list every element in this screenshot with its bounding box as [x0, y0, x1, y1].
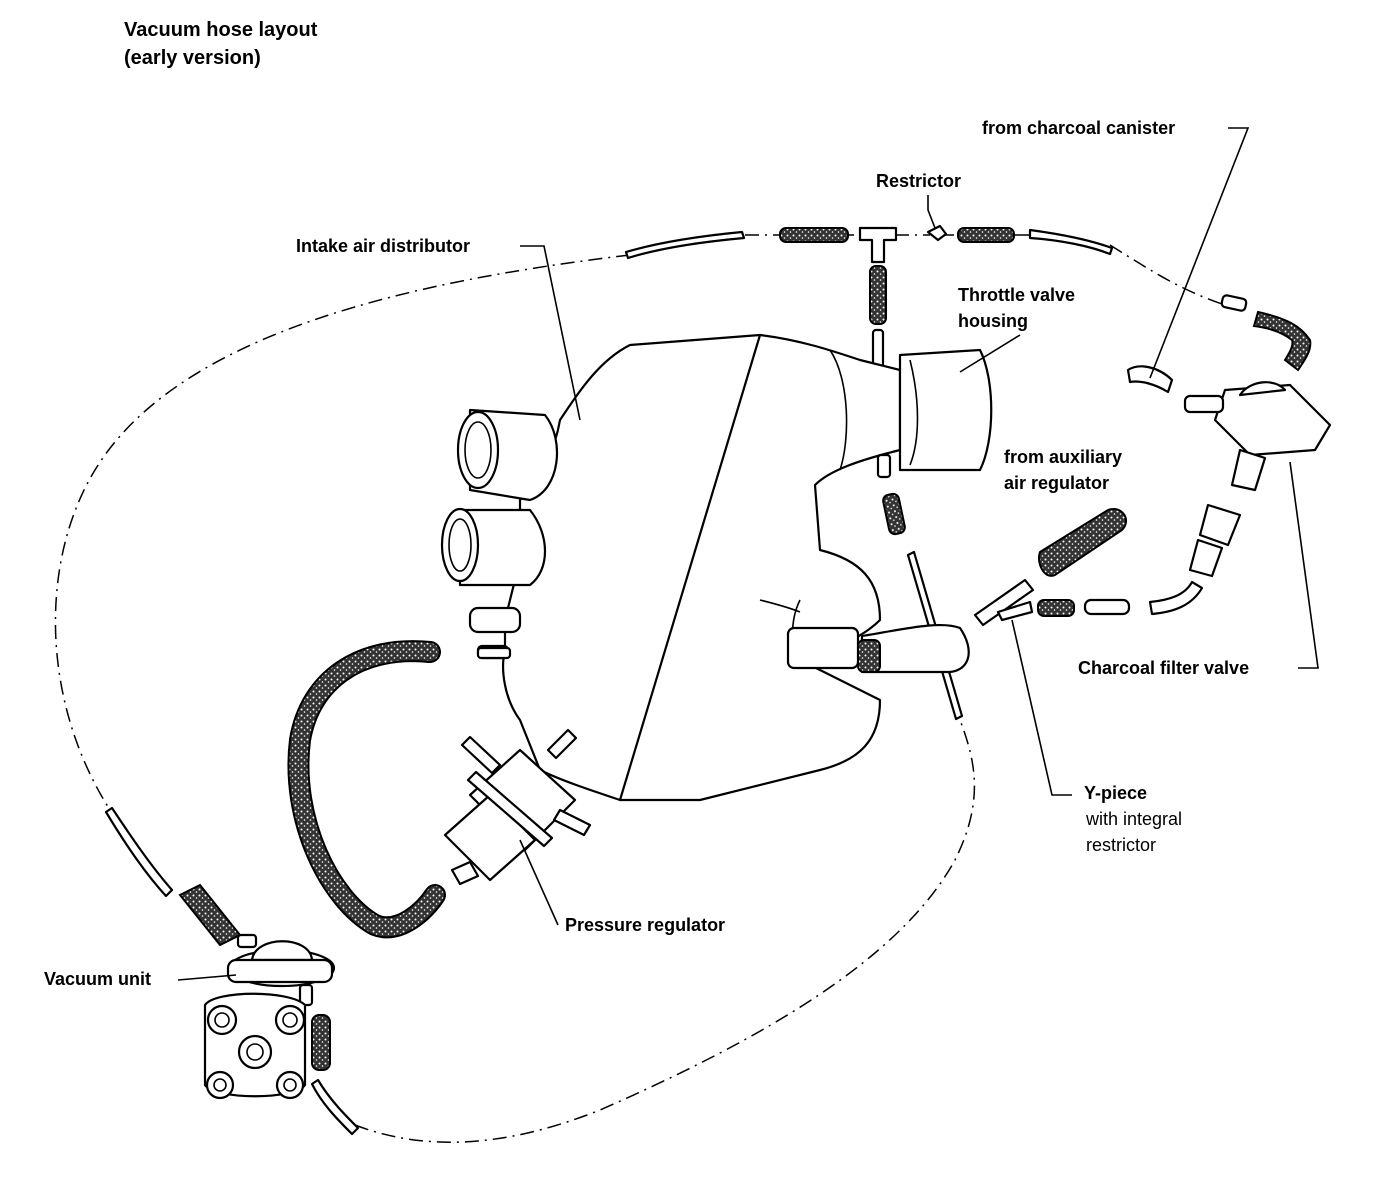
label-aux-air-line1: from auxiliary [1004, 447, 1123, 467]
throttle-housing-ring [909, 359, 919, 466]
label-aux-air-line2: air regulator [1004, 473, 1110, 493]
y-piece [996, 600, 1034, 622]
hose-y-curve [1148, 580, 1204, 616]
label-throttle-valve-line2: housing [958, 311, 1028, 331]
pressure-regulator-stub-2 [546, 728, 578, 760]
distributor-post-center [237, 1034, 273, 1070]
hose-filter-top [1252, 310, 1312, 372]
distributor-post-4-inner [283, 1078, 297, 1092]
leader-y-piece [1011, 619, 1072, 796]
label-charcoal-filter-valve: Charcoal filter valve [1078, 658, 1250, 678]
hose-y-plain [1083, 598, 1131, 616]
charcoal-filter-valve-cap [1238, 381, 1287, 397]
hose-throttle-down [882, 492, 906, 536]
y-piece-tube [973, 578, 1035, 627]
hose-vacuum-down-plain [310, 1078, 360, 1136]
pressure-regulator-flange [466, 770, 554, 848]
label-restrictor: Restrictor [876, 171, 962, 191]
hose-top-speckled-2 [957, 227, 1015, 243]
leader-intake-distributor [520, 245, 581, 421]
distributor-post-2-inner [282, 1012, 298, 1028]
restrictor-piece [926, 224, 948, 242]
diagram-title-line1: Vacuum hose layout [124, 19, 318, 41]
leader-charcoal-canister [1149, 127, 1250, 379]
distributor-post-center-inner [246, 1043, 264, 1061]
charcoal-filter-valve-body [1213, 383, 1332, 457]
runner-middle-mouth [440, 507, 480, 583]
label-throttle-valve-line1: Throttle valve [958, 285, 1076, 305]
aux-air-hose [1038, 508, 1127, 577]
distributor-post-2 [274, 1004, 306, 1036]
elbow-lower [860, 623, 970, 674]
vacuum-line-top [1109, 244, 1226, 306]
label-y-piece-line1: Y-piece [1084, 783, 1148, 803]
vacuum-unit-dome [250, 940, 314, 962]
pressure-regulator-outlet [450, 860, 480, 886]
hose-left-black [104, 806, 174, 898]
leader-restrictor [927, 195, 936, 229]
distributor-post-4 [275, 1070, 305, 1100]
pressure-regulator-stub-3 [552, 808, 592, 837]
nipple-left [468, 606, 522, 634]
hose-filter-down [1198, 503, 1242, 547]
hose-big-fill [289, 642, 444, 937]
runner-middle-inner [448, 518, 472, 572]
runner-middle [458, 508, 547, 587]
vacuum-line-loop [54, 254, 976, 1143]
intake-divider-line [618, 333, 762, 802]
throttle-housing [898, 348, 993, 472]
elbow-speckled [857, 639, 881, 673]
hose-y-speckled [1037, 599, 1075, 617]
distributor-post-3-inner [213, 1078, 227, 1092]
pressure-regulator-stub-1 [460, 735, 502, 775]
runner-lower-right [786, 626, 860, 670]
label-vacuum-unit: Vacuum unit [44, 969, 152, 989]
pipe-throttle-bottom [876, 453, 892, 479]
hose-left-speckled [178, 883, 242, 947]
intake-distributor-body [502, 333, 902, 802]
label-y-piece-line3: restrictor [1086, 835, 1157, 855]
leader-pressure-regulator [519, 839, 559, 926]
vacuum-unit-mount [226, 958, 334, 984]
hose-filter-top-small [1220, 294, 1248, 312]
hose-vacuum-down-speckled [311, 1014, 331, 1071]
distributor-post-1 [206, 1004, 238, 1036]
charcoal-filter-valve-neck [1230, 448, 1267, 492]
hose-top-right [1028, 228, 1114, 256]
charcoal-filter-valve-inlet [1183, 394, 1225, 414]
diagram-title-line2: (early version) [124, 47, 261, 69]
pressure-regulator-lower [443, 793, 537, 882]
leader-vacuum-unit [177, 974, 237, 981]
pipe-left-connector [476, 646, 512, 660]
hose-top-left [624, 230, 746, 260]
label-intake-air-distributor: Intake air distributor [296, 236, 471, 256]
hose-filter-down-2 [1188, 538, 1224, 578]
distributor-post-3 [205, 1070, 235, 1100]
runner-upper-mouth [456, 410, 500, 490]
runner-upper-inner [464, 421, 492, 479]
hose-top-speckled-1 [779, 227, 849, 243]
distributor-post-1-inner [214, 1012, 230, 1028]
hose-vertical-speckled [869, 265, 887, 325]
label-charcoal-canister: from charcoal canister [982, 118, 1176, 138]
leader-charcoal-filter-valve [1289, 461, 1319, 669]
leader-throttle-housing [959, 334, 1021, 373]
intake-curve-1 [829, 349, 848, 471]
tee-piece-top [858, 226, 898, 264]
label-y-piece-line2: with integral [1086, 809, 1183, 829]
label-pressure-regulator: Pressure regulator [565, 915, 726, 935]
canister-hose-end [1126, 365, 1174, 394]
hose-vacuum-stub [236, 933, 258, 949]
